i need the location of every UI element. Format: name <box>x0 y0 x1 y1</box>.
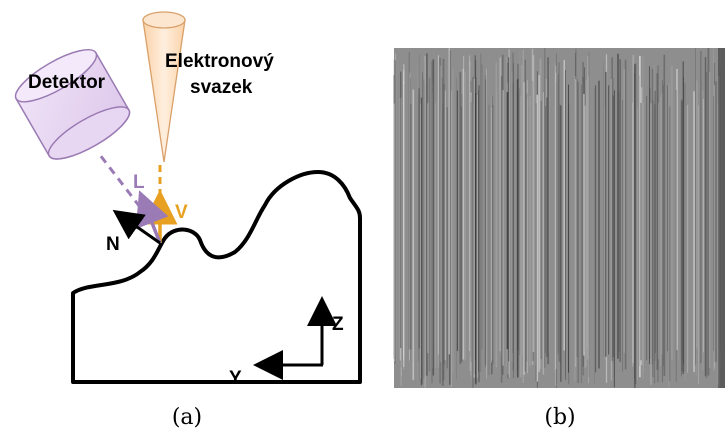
y-axis-label: Y <box>229 368 242 389</box>
panel-b: (b) <box>393 48 725 430</box>
detector-label: Detektor <box>28 72 106 93</box>
vector-l-label: L <box>133 172 145 193</box>
surface-profile <box>71 170 362 384</box>
detector-icon <box>14 49 131 160</box>
vector-v-label: V <box>175 202 188 223</box>
electron-beam-icon <box>142 11 186 163</box>
vector-n-label: N <box>106 234 120 255</box>
z-axis-label: Z <box>332 314 344 335</box>
beam-label-line2: svazek <box>190 77 253 98</box>
beam-label-line1: Elektronový <box>165 51 274 72</box>
vector-n-arrow <box>112 209 161 245</box>
texture-streaks <box>393 48 725 388</box>
caption-b: (b) <box>544 405 575 430</box>
texture-edge-band <box>718 48 725 388</box>
caption-a: (a) <box>172 405 202 430</box>
panel-a: Detektor Elektronový svazek V L N Z Y <box>14 11 362 430</box>
vector-l-arrow <box>135 190 169 244</box>
detector-dashed-line <box>98 154 142 208</box>
